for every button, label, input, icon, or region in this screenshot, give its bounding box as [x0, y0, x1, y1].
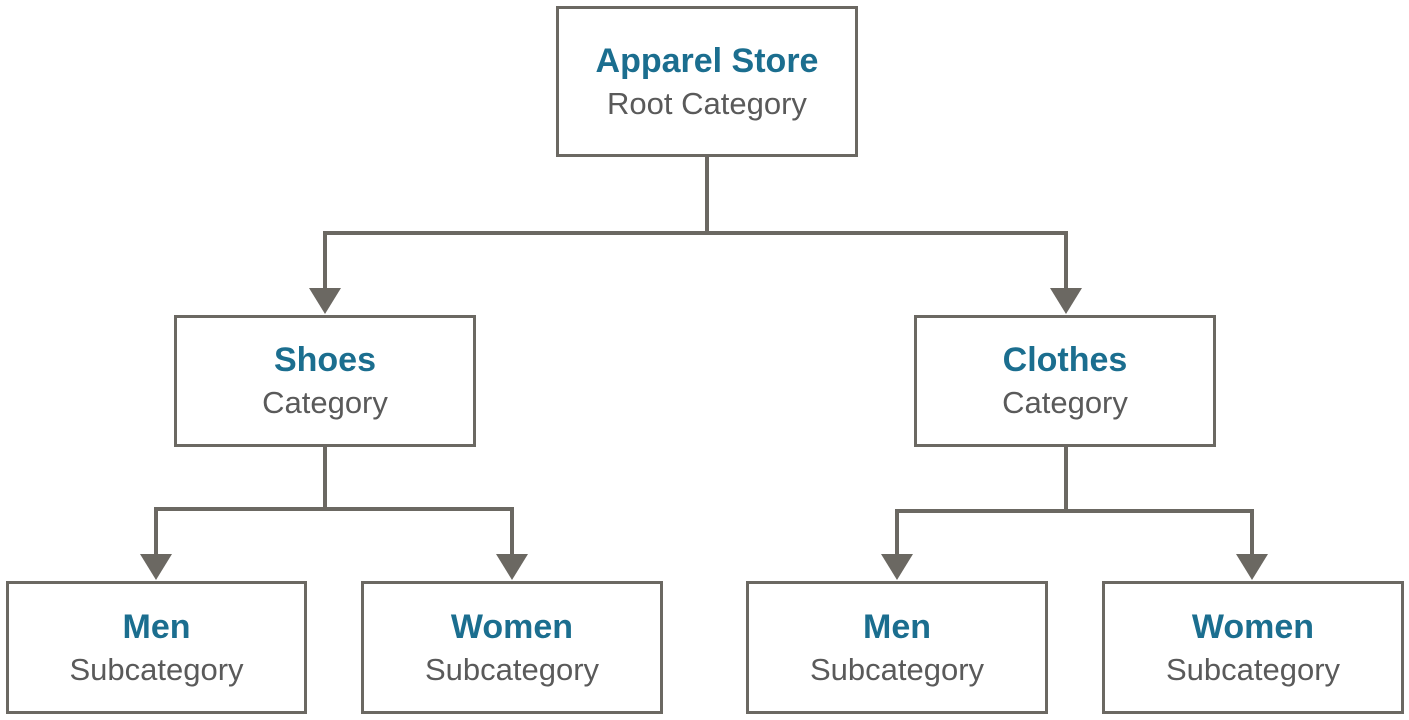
node-subtitle: Subcategory	[809, 651, 985, 687]
node-subtitle: Subcategory	[424, 651, 600, 687]
node-title: Men	[122, 607, 191, 646]
arrowhead-clothes	[1050, 288, 1082, 314]
node-subtitle: Subcategory	[1165, 651, 1341, 687]
node-subtitle: Category	[1002, 385, 1128, 420]
connector-root-to-shoes	[323, 157, 709, 293]
arrowhead-shoes-men	[140, 554, 172, 580]
node-subtitle: Root Category	[607, 85, 807, 121]
arrowhead-shoes	[309, 288, 341, 314]
node-title: Shoes	[273, 341, 377, 379]
subcategory-node-shoes-women: Women Subcategory	[361, 581, 663, 714]
node-title: Apparel Store	[595, 41, 819, 80]
node-title: Men	[863, 607, 931, 646]
subcategory-node-shoes-men: Men Subcategory	[6, 581, 307, 714]
connector-clothes-to-women	[1066, 509, 1254, 559]
category-node-clothes: Clothes Category	[914, 315, 1216, 447]
connector-shoes-to-men	[154, 447, 327, 559]
node-title: Clothes	[1002, 341, 1128, 379]
arrowhead-clothes-men	[881, 554, 913, 580]
connector-shoes-to-women	[325, 507, 514, 559]
node-subtitle: Category	[262, 385, 388, 420]
root-category-node: Apparel Store Root Category	[556, 6, 858, 157]
subcategory-node-clothes-women: Women Subcategory	[1102, 581, 1404, 714]
node-title: Women	[450, 607, 574, 646]
node-title: Women	[1191, 607, 1315, 646]
arrowhead-shoes-women	[496, 554, 528, 580]
arrowhead-clothes-women	[1236, 554, 1268, 580]
connector-root-to-clothes	[707, 231, 1068, 293]
connector-clothes-to-men	[895, 447, 1068, 559]
category-node-shoes: Shoes Category	[174, 315, 476, 447]
subcategory-node-clothes-men: Men Subcategory	[746, 581, 1048, 714]
node-subtitle: Subcategory	[69, 651, 244, 687]
